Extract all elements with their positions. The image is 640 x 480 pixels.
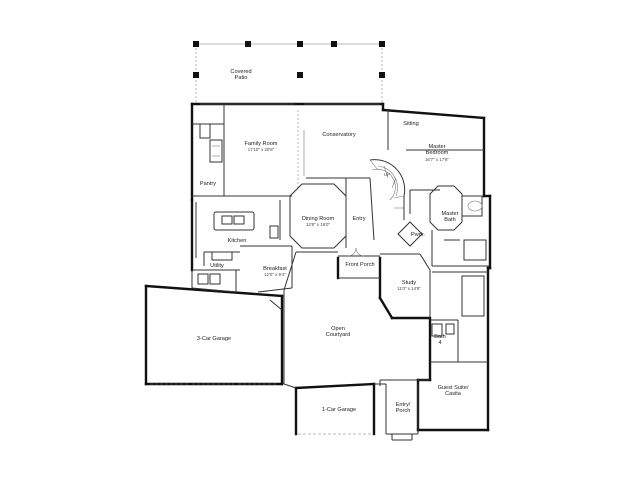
label-three-car-garage: 3-Car Garage <box>197 336 231 342</box>
guest-suite-walls <box>430 271 488 363</box>
powder-walls <box>397 221 423 247</box>
label-up: UP <box>384 172 390 177</box>
label-guest-suite: Guest Suite/Casita <box>438 385 469 397</box>
breakfast-walls <box>240 245 293 293</box>
dims-family-room: 17'10" x 20'8" <box>248 147 275 152</box>
dims-master-bedroom: 16'7" x 17'8" <box>425 157 450 162</box>
label-conservatory: Conservatory <box>322 132 355 138</box>
kitchen-walls <box>192 200 281 271</box>
label-one-car-garage: 1-Car Garage <box>322 407 356 413</box>
front-porch-walls <box>338 247 380 279</box>
label-entry-porch: Entry/Porch <box>396 402 411 414</box>
one-car-garage-walls <box>294 382 376 436</box>
master-suite-walls <box>387 110 490 267</box>
exterior-walls <box>190 102 492 432</box>
label-front-porch: Front Porch <box>345 262 374 268</box>
courtyard-walls <box>283 251 430 389</box>
label-pantry: Pantry <box>200 181 216 187</box>
entry-porch-walls <box>374 380 419 441</box>
pantry-walls <box>192 123 224 197</box>
label-utility: Utility <box>210 263 224 269</box>
family-room-walls <box>200 103 380 197</box>
study-walls <box>380 253 431 318</box>
label-kitchen: Kitchen <box>228 238 247 244</box>
label-entry: Entry <box>352 216 365 222</box>
covered-patio-area <box>193 41 385 104</box>
label-breakfast: Breakfast <box>263 266 287 272</box>
dims-dining-room: 12'8" x 16'0" <box>306 222 331 227</box>
label-pwdr: Pwdr. <box>411 232 425 238</box>
conservatory-walls <box>303 130 406 248</box>
dims-study: 11'0" x 14'8" <box>397 286 421 291</box>
three-car-garage-walls <box>144 284 284 386</box>
utility-walls <box>191 270 237 293</box>
dims-breakfast: 12'0" x 9'4" <box>264 272 286 277</box>
dining-room-walls <box>289 183 347 249</box>
label-sitting: Sitting <box>403 121 419 127</box>
label-dining-room: Dining Room <box>302 216 335 222</box>
label-study: Study <box>402 280 417 286</box>
label-family-room: Family Room <box>245 141 278 147</box>
